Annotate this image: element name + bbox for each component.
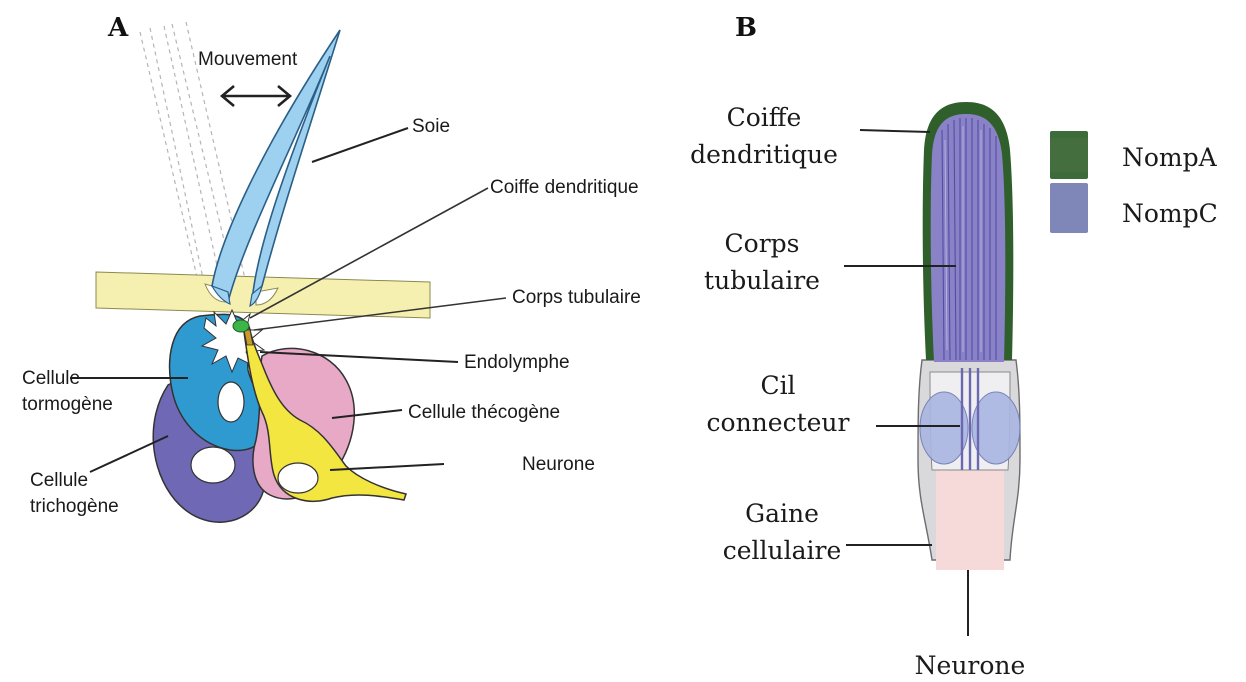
label-gaine-1: Gaine <box>745 499 819 528</box>
panel-b: B <box>690 13 1218 680</box>
bristle-shaft <box>212 30 340 302</box>
label-gaine-2: cellulaire <box>723 536 842 565</box>
leader-coiffe-b <box>860 130 930 132</box>
neuron-body-b <box>936 470 1004 560</box>
label-cellule-tormogene-1: Cellule <box>22 368 80 389</box>
label-soie: Soie <box>412 116 450 137</box>
tormogen-nucleus <box>218 382 244 422</box>
label-coiffe-b-1: Coiffe <box>727 103 802 132</box>
label-coiffe-dendritique-a: Coiffe dendritique <box>490 177 639 198</box>
legend: NompA NompC <box>1050 131 1218 233</box>
label-cellule-tormogene-2: tormogène <box>22 394 113 415</box>
tubular-body <box>233 320 249 332</box>
movement-label: Mouvement <box>198 49 298 70</box>
movement-arrow <box>222 86 290 106</box>
label-neurone-a: Neurone <box>522 454 595 475</box>
legend-swatch-nompc <box>1050 183 1088 233</box>
label-cil-2: connecteur <box>707 408 850 437</box>
leader-soie <box>312 128 408 162</box>
label-corps-tubulaire-a: Corps tubulaire <box>512 287 641 308</box>
panel-a-label: A <box>107 13 129 43</box>
panel-a: A Mouvement <box>22 13 641 522</box>
panel-b-label: B <box>735 13 757 43</box>
label-corps-b-2: tubulaire <box>704 266 820 295</box>
label-endolymphe: Endolymphe <box>464 352 570 373</box>
label-neurone-b: Neurone <box>915 651 1026 680</box>
label-cellule-thecogene: Cellule thécogène <box>408 402 560 423</box>
label-corps-b-1: Corps <box>725 229 800 258</box>
legend-label-nompa: NompA <box>1122 143 1218 172</box>
label-cellule-trichogene-2: trichogène <box>30 496 119 517</box>
label-cil-1: Cil <box>760 371 795 400</box>
trichogen-nucleus <box>191 447 235 483</box>
legend-label-nompc: NompC <box>1122 199 1218 228</box>
neuron-body-b-tail <box>936 560 1004 570</box>
legend-swatch-nompa-inner <box>1050 138 1088 172</box>
label-cellule-trichogene-1: Cellule <box>30 470 88 491</box>
label-coiffe-b-2: dendritique <box>690 140 838 169</box>
neuron-nucleus <box>278 463 318 493</box>
